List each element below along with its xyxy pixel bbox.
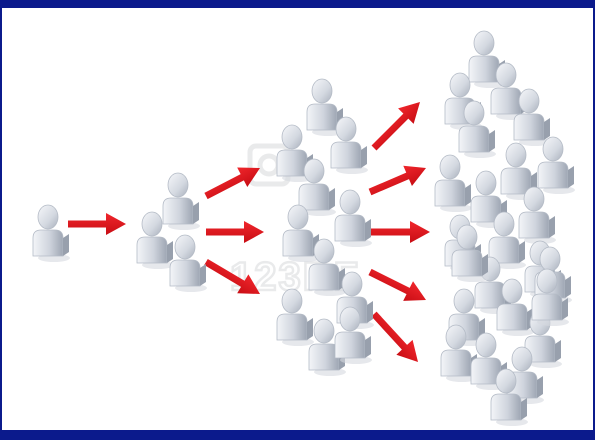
bottom-border	[0, 430, 595, 440]
person-icon	[537, 136, 575, 194]
people-layer	[32, 30, 575, 426]
right-border	[593, 8, 595, 430]
red-arrow-icon	[204, 258, 260, 294]
people-arrows-scene: 123RF	[32, 30, 575, 426]
arrows-layer	[68, 102, 430, 363]
person-icon	[518, 186, 556, 244]
red-arrow-icon	[370, 221, 430, 243]
person-icon	[458, 100, 496, 158]
person-icon	[488, 211, 526, 269]
person-icon	[490, 368, 528, 426]
red-arrow-icon	[206, 221, 264, 243]
person-icon	[32, 204, 70, 262]
network-spread-illustration: 123RF	[2, 8, 593, 430]
person-icon	[440, 324, 478, 382]
person-icon	[451, 224, 489, 282]
person-icon	[298, 158, 336, 216]
red-arrow-icon	[368, 165, 427, 196]
person-icon	[334, 306, 372, 364]
top-border	[0, 0, 595, 8]
person-icon	[531, 268, 569, 326]
person-icon	[308, 318, 346, 376]
person-icon	[334, 189, 372, 247]
person-icon	[513, 88, 551, 146]
left-border	[0, 8, 2, 430]
person-icon	[276, 288, 314, 346]
red-arrow-icon	[371, 311, 419, 363]
red-arrow-icon	[204, 167, 260, 200]
person-icon	[434, 154, 472, 212]
red-arrow-icon	[68, 213, 126, 235]
person-icon	[136, 211, 174, 269]
red-arrow-icon	[368, 268, 426, 301]
person-icon	[162, 172, 200, 230]
person-icon	[169, 234, 207, 292]
red-arrow-icon	[371, 102, 420, 151]
person-icon	[330, 116, 368, 174]
person-icon	[308, 238, 346, 296]
